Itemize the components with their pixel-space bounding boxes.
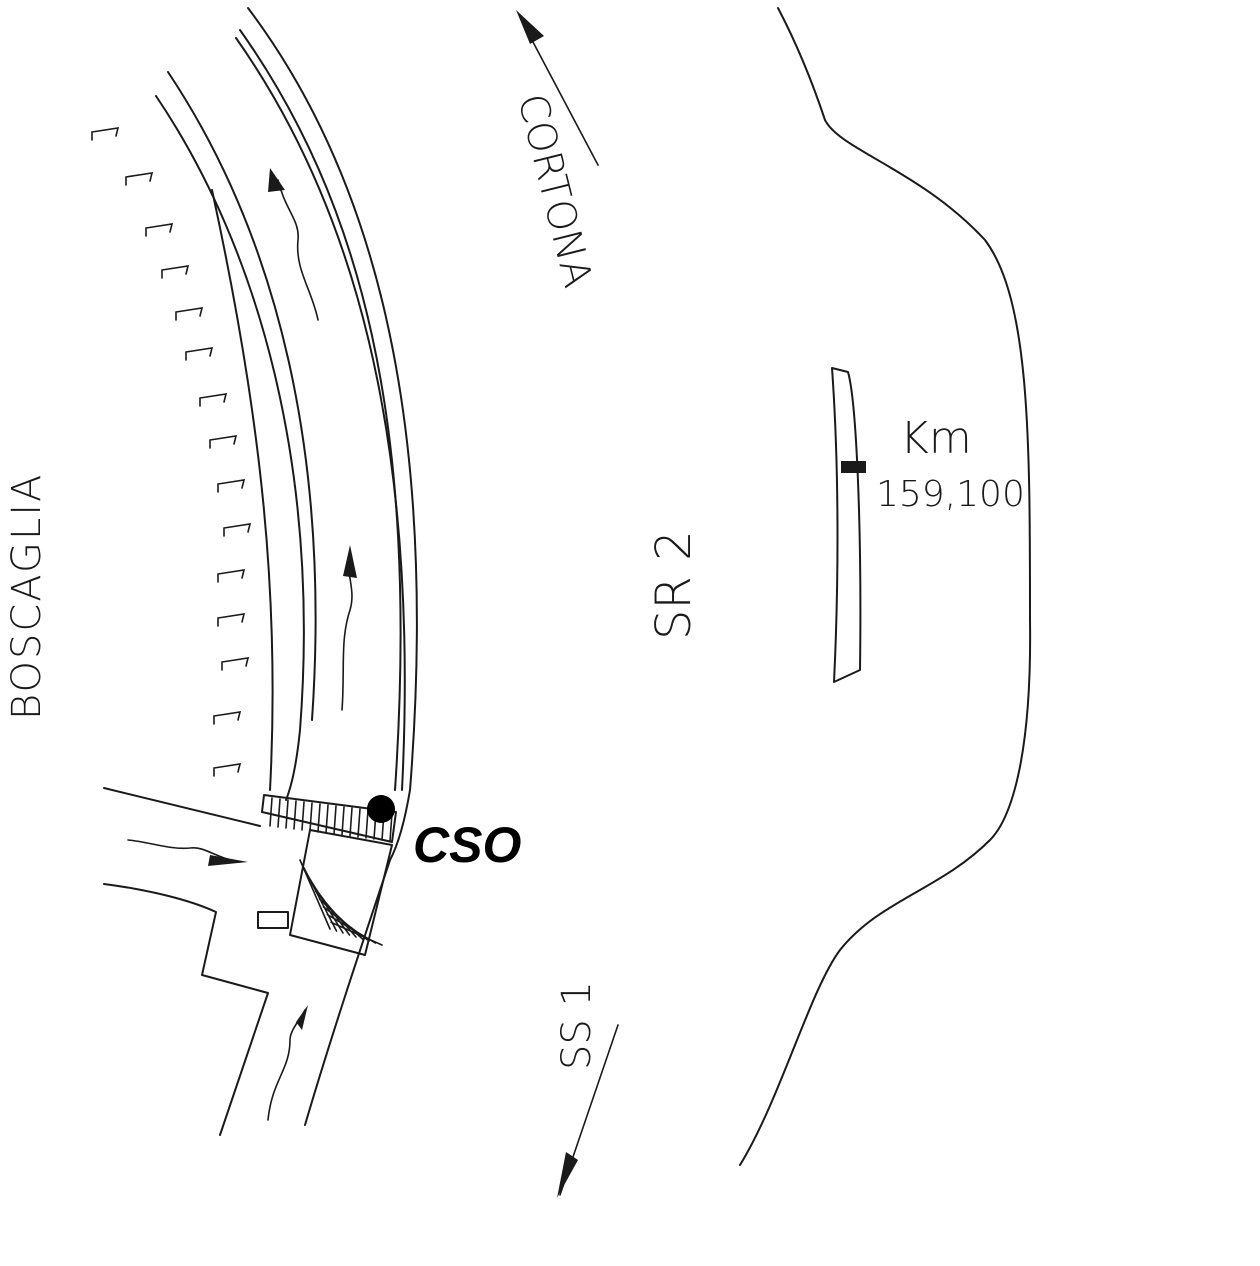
river-boundary-curve xyxy=(739,7,1032,1166)
inlet-pipe-top xyxy=(103,787,261,827)
tick-mark-icon xyxy=(221,657,250,671)
km-marker-bar xyxy=(831,367,862,683)
cso-label: CSO xyxy=(413,817,521,873)
km-marker xyxy=(831,367,866,683)
km-prefix-label: Km xyxy=(900,413,972,464)
tick-mark-icon xyxy=(145,223,174,237)
inlet-structure xyxy=(103,787,397,1136)
cortona-label: CORTONA xyxy=(508,89,600,292)
tick-mark-icon xyxy=(213,763,242,777)
arrow-right-icon xyxy=(208,855,248,866)
cortona-arrow-shaft xyxy=(523,24,599,166)
channel-outer-bank xyxy=(155,95,305,801)
tick-mark-icon xyxy=(199,393,228,407)
tick-mark-icon xyxy=(217,479,246,493)
tick-mark-icon xyxy=(91,127,120,141)
tick-mark-icon xyxy=(217,569,246,583)
inlet-pipe-bottom xyxy=(103,883,269,1136)
vegetation-ticks xyxy=(91,127,252,777)
road-edge-lower xyxy=(304,859,391,1126)
tick-mark-icon xyxy=(161,265,190,279)
tick-mark-icon xyxy=(125,172,154,186)
km-tick xyxy=(841,461,866,473)
road-edge-line-1 xyxy=(247,7,418,861)
arrow-up-icon xyxy=(296,1005,308,1030)
arrow-up-icon xyxy=(268,168,285,192)
arrow-up-left-icon xyxy=(516,10,544,44)
chamber-hatched-block xyxy=(289,829,393,956)
weir-hatched-bar xyxy=(261,794,397,843)
inlet-stub xyxy=(257,911,289,929)
flow-arrow-upper-shaft xyxy=(277,179,319,321)
channel-water-edge-right xyxy=(239,29,402,791)
ss1-direction: SS 1 xyxy=(554,981,619,1198)
flow-arrow-inlet-shaft xyxy=(127,839,241,863)
channel-inner-bank xyxy=(167,71,317,721)
road-edge-line-2 xyxy=(235,37,406,791)
tick-mark-icon xyxy=(223,523,252,537)
flow-arrows xyxy=(127,168,357,1121)
filled-circle-icon xyxy=(367,795,395,823)
arrow-up-icon xyxy=(343,545,357,578)
channel-water-edge-left xyxy=(211,189,274,791)
cortona-direction: CORTONA xyxy=(508,10,601,292)
tick-mark-icon xyxy=(213,711,242,725)
tick-mark-icon xyxy=(185,347,214,361)
tick-mark-icon xyxy=(175,307,204,321)
road-sr2-label: SR 2 xyxy=(646,530,702,640)
km-value-label: 159,100 xyxy=(876,474,1025,515)
arrow-down-left-icon xyxy=(557,1152,578,1198)
boscaglia-label: BOSCAGLIA xyxy=(4,473,50,720)
tick-mark-icon xyxy=(209,435,238,449)
tick-mark-icon xyxy=(217,613,246,627)
channel xyxy=(155,7,418,861)
flow-arrow-middle-shaft xyxy=(341,559,353,711)
ss1-label: SS 1 xyxy=(554,981,600,1070)
